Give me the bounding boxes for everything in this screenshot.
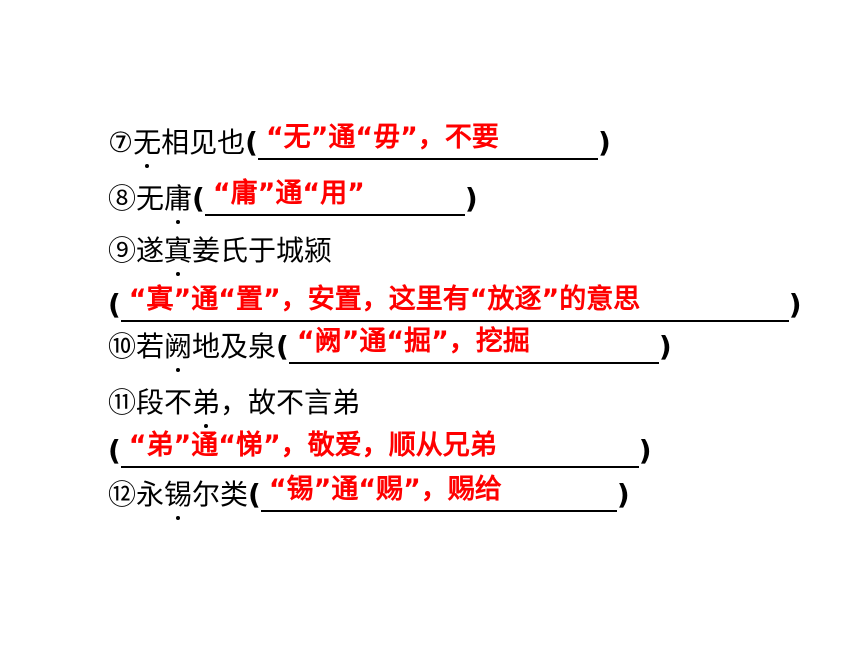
item-10-suffix: 地及泉 (192, 330, 277, 363)
item-12-open-paren: ( (248, 478, 261, 511)
item-11-open-paren: ( (108, 434, 121, 467)
item-9: ⑨遂寘姜氏于城颍 (108, 226, 333, 276)
item-7-open-paren: ( (245, 126, 258, 159)
item-11-answer-line: (“弟”通“悌”，敬爱，顺从兄弟) (108, 426, 652, 468)
item-11-prefix: ⑪段不 (108, 386, 193, 419)
item-10-prefix: ⑩若 (108, 330, 165, 363)
item-8-emphasis-char: 庸 (164, 182, 193, 224)
item-11-answer: “弟”通“悌”，敬爱，顺从兄弟 (128, 430, 497, 461)
item-10-answer-blank: “阙”通“掘”，挖掘 (288, 326, 659, 364)
item-12-answer-blank: “锡”通“赐”，赐给 (260, 474, 617, 512)
item-8: ⑧无庸(“庸”通“用”) (108, 174, 478, 224)
item-11-close-paren: ) (638, 434, 652, 467)
item-11: ⑪段不弟，故不言弟 (108, 378, 361, 428)
item-11-emphasis-char: 弟 (192, 386, 221, 428)
item-11-suffix: ，故不言弟 (220, 386, 361, 419)
item-9-prefix: ⑨遂 (108, 234, 165, 267)
item-9-answer-line: (“寘”通“置”，安置，这里有“放逐”的意思) (108, 280, 802, 322)
item-7-prefix: ⑦ (108, 126, 134, 159)
item-10: ⑩若阙地及泉(“阙”通“掘”，挖掘) (108, 322, 672, 372)
item-7-answer-blank: “无”通“毋”，不要 (257, 122, 598, 160)
item-9-answer-blank: “寘”通“置”，安置，这里有“放逐”的意思 (120, 284, 789, 322)
item-12-emphasis-char: 锡 (164, 478, 193, 520)
item-10-answer: “阙”通“掘”，挖掘 (296, 326, 530, 357)
item-8-answer-blank: “庸”通“用” (204, 178, 465, 216)
item-9-answer: “寘”通“置”，安置，这里有“放逐”的意思 (128, 284, 641, 315)
item-10-emphasis-char: 阙 (164, 330, 193, 372)
item-12: ⑫永锡尔类(“锡”通“赐”，赐给) (108, 470, 630, 520)
item-10-close-paren: ) (658, 330, 672, 363)
item-9-suffix: 姜氏于城颍 (192, 234, 333, 267)
item-12-prefix: ⑫永 (108, 478, 165, 511)
item-8-open-paren: ( (192, 182, 205, 215)
item-7-answer: “无”通“毋”，不要 (265, 122, 499, 153)
item-8-close-paren: ) (464, 182, 478, 215)
item-7-emphasis-char: 无 (133, 126, 162, 168)
item-10-open-paren: ( (276, 330, 289, 363)
item-9-open-paren: ( (108, 288, 121, 321)
item-8-prefix: ⑧无 (108, 182, 165, 215)
item-12-close-paren: ) (616, 478, 630, 511)
item-8-answer: “庸”通“用” (212, 178, 365, 209)
item-7-suffix: 相见也 (161, 126, 246, 159)
item-12-answer: “锡”通“赐”，赐给 (268, 474, 502, 505)
item-9-close-paren: ) (788, 288, 802, 321)
item-9-emphasis-char: 寘 (164, 234, 193, 276)
item-11-answer-blank: “弟”通“悌”，敬爱，顺从兄弟 (120, 430, 639, 468)
item-12-suffix: 尔类 (192, 478, 249, 511)
item-7-close-paren: ) (597, 126, 611, 159)
